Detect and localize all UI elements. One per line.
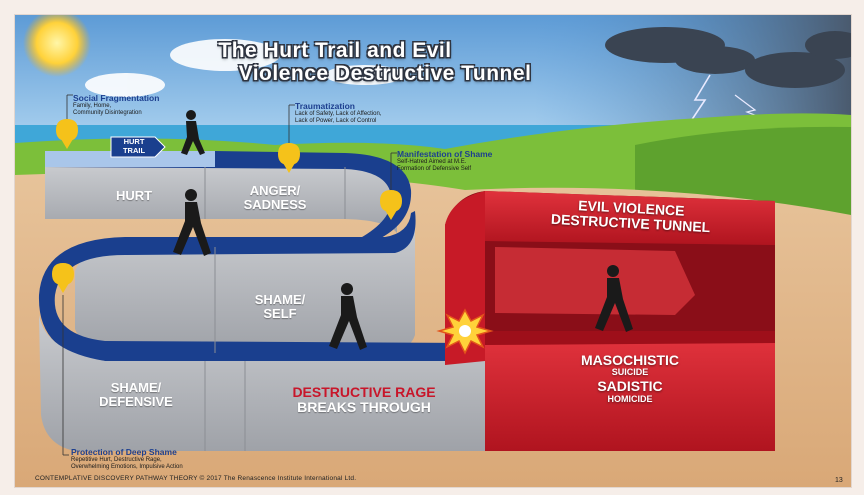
white-clouds (85, 39, 405, 97)
tunnel-floor-wall (485, 341, 775, 451)
lightning-icon (686, 74, 711, 128)
sun-icon (23, 15, 91, 77)
annotation-text: Family, Home, (73, 103, 112, 109)
annotation-text: Formation of Defensive Self (397, 166, 472, 172)
hurt-trail-sign-line1: HURT (123, 137, 145, 146)
page-title-line2: Violence Destructive Tunnel (238, 62, 532, 85)
segment-label-hurt: HURT (115, 188, 153, 203)
walking-person-icon (181, 110, 205, 155)
segment-label-shame-defensive: SHAME/ DEFENSIVE (81, 381, 191, 409)
annotation-text: Community Disintegration (73, 110, 142, 116)
page-number: 13 (835, 477, 843, 484)
segment-label-line: ANGER/ (249, 183, 301, 198)
tunnel-floor (485, 331, 775, 345)
suicide-label: SUICIDE (611, 367, 649, 377)
segment-label-shame-self: SHAME/ SELF (240, 293, 320, 321)
middle-trail-path (38, 211, 475, 361)
walking-person-icon (595, 265, 633, 332)
middle-trail-wall (75, 225, 415, 353)
segment-label-line: SHAME/ (110, 380, 162, 395)
tunnel-roof (485, 191, 775, 245)
tunnel-inner (495, 247, 695, 315)
annotation-text: Lack of Power, Lack of Control (295, 118, 377, 124)
location-pin-icon (56, 119, 78, 149)
segment-label-line: SELF (263, 306, 297, 321)
annotation-heading: Social Fragmentation (73, 93, 160, 103)
walking-person-icon (173, 189, 211, 256)
segment-label-line: SHAME/ (254, 292, 306, 307)
tunnel-outcomes: MASOCHISTIC SUICIDE SADISTIC HOMICIDE (555, 353, 705, 404)
segment-label-line: SADNESS (243, 197, 307, 212)
segment-label-destructive-rage: DESTRUCTIVE RAGE BREAKS THROUGH (259, 385, 469, 415)
location-pin-icon (278, 143, 300, 173)
annotation-traumatization: Traumatization Lack of Safety, Lack of A… (295, 101, 382, 125)
annotation-social-fragmentation: Social Fragmentation Family, Home, Commu… (73, 93, 159, 117)
annotation-heading: Protection of Deep Shame (71, 447, 177, 457)
hurt-trail-sign (110, 136, 166, 158)
homicide-label: HOMICIDE (607, 394, 653, 404)
annotation-text: Lack of Safety, Lack of Affection, (295, 111, 382, 117)
annotation-heading: Traumatization (295, 101, 355, 111)
annotation-protection-of-deep-shame: Protection of Deep Shame Repetitive Hurt… (71, 447, 183, 471)
segment-label-line: DEFENSIVE (99, 394, 173, 409)
annotation-text: Repetitive Hurt, Destructive Rage, (71, 457, 162, 463)
slide-frame: The Hurt Trail and Evil Violence Destruc… (14, 14, 852, 488)
segment-label-line: BREAKS THROUGH (297, 399, 431, 415)
annotation-text: Overwhelming Emotions, Impulsive Action (71, 464, 183, 470)
annotation-text: Self-Hatred Aimed at M.E. (397, 159, 467, 165)
hurt-trail-sign-line2: TRAIL (122, 145, 146, 155)
trail-start-light (45, 151, 215, 167)
hurt-trail-sign-label: HURT TRAIL (113, 137, 155, 155)
storm-clouds (605, 27, 851, 88)
upper-trail-wall (45, 165, 397, 233)
location-pin-icon (380, 190, 402, 220)
page-title-line1: The Hurt Trail and Evil (218, 39, 452, 62)
walking-person-icon (329, 283, 367, 350)
annotation-heading: Manifestation of Shame (397, 149, 493, 159)
footer-copyright: CONTEMPLATIVE DISCOVERY PATHWAY THEORY ©… (35, 475, 357, 482)
sadistic-label: SADISTIC (597, 378, 663, 394)
segment-label-line: DESTRUCTIVE RAGE (292, 384, 436, 400)
explosion-icon (436, 308, 494, 355)
masochistic-label: MASOCHISTIC (581, 352, 679, 368)
annotation-pointers (62, 94, 397, 456)
lower-trail-wall (39, 315, 485, 451)
hurt-trail-illustration (15, 15, 851, 487)
segment-label-anger-sadness: ANGER/ SADNESS (230, 184, 320, 212)
annotation-manifestation-of-shame: Manifestation of Shame Self-Hatred Aimed… (397, 149, 492, 173)
location-pin-icon (52, 263, 74, 293)
